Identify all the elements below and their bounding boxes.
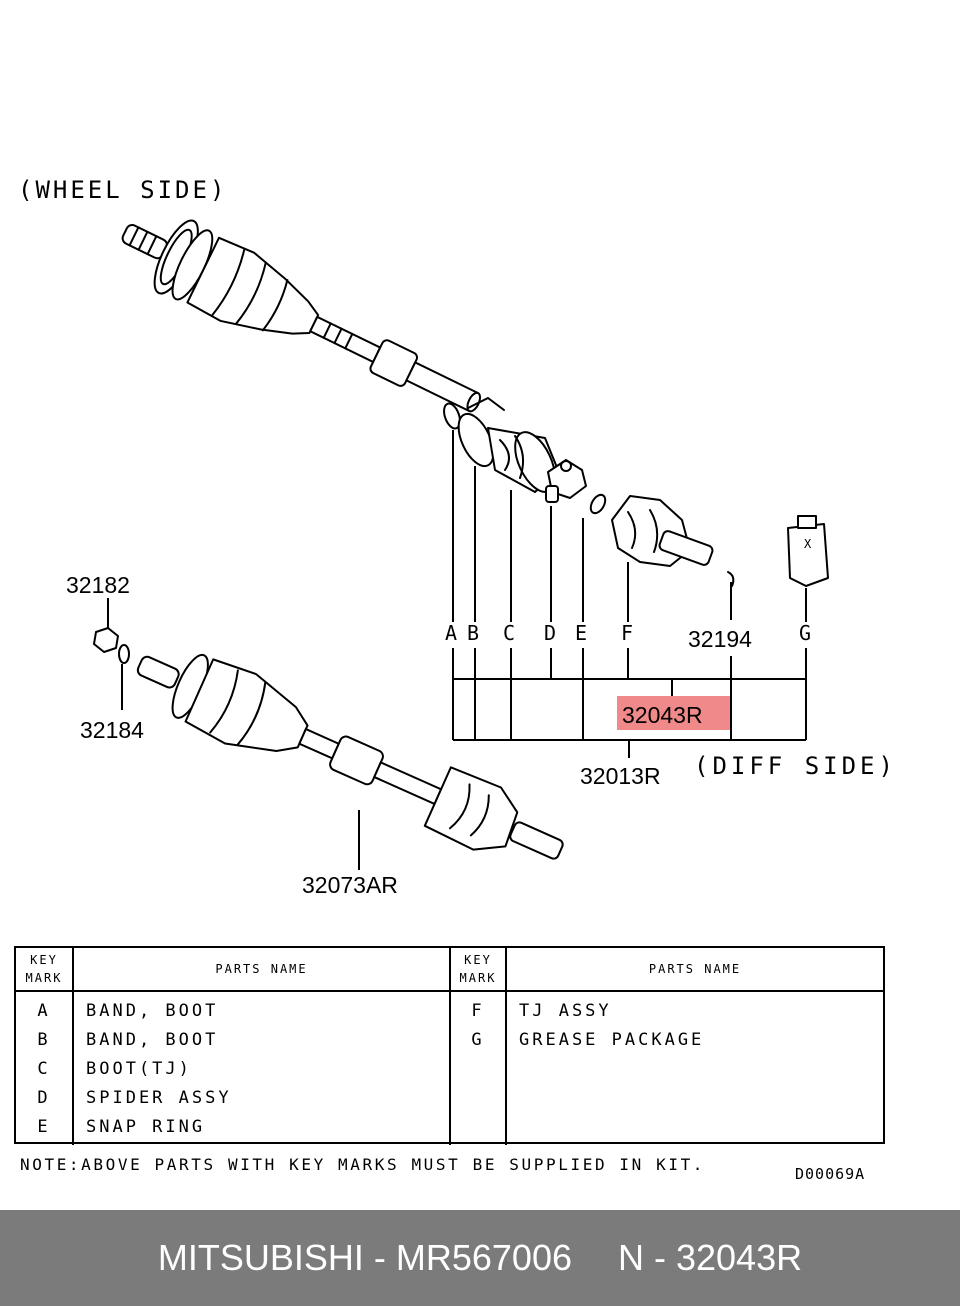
callout-32043R-highlight <box>617 696 730 730</box>
table-row-name: SPIDER ASSY <box>86 1088 232 1108</box>
leader-lines <box>107 430 807 870</box>
key-header-line2: MARK <box>459 971 497 985</box>
key-letter-e: E <box>575 621 587 645</box>
parts-name-header-right: PARTS NAME <box>507 948 883 992</box>
table-row-key: E <box>37 1117 51 1137</box>
callout-32184: 32184 <box>80 717 144 743</box>
key-mark-header-left: KEY MARK <box>16 948 74 992</box>
table-row-key: D <box>37 1088 51 1108</box>
key-header-line2: MARK <box>25 971 63 985</box>
table-row-name: GREASE PACKAGE <box>519 1030 705 1050</box>
callout-32073AR: 32073AR <box>302 872 398 898</box>
footer-bar: MITSUBISHI - MR567006 N - 32043R <box>0 1210 960 1306</box>
wheel-side-label: (WHEEL SIDE) <box>18 176 227 204</box>
key-header-line1: KEY <box>464 953 492 967</box>
table-row-name: BOOT(TJ) <box>86 1059 192 1079</box>
lower-driveshaft-drawing <box>92 626 564 860</box>
footer-brand-part: MITSUBISHI - MR567006 <box>157 1237 572 1278</box>
table-row-key: A <box>37 1001 51 1021</box>
callout-32194: 32194 <box>688 626 752 652</box>
svg-text:X: X <box>804 537 812 551</box>
key-letters: A B C D E F G <box>445 621 811 645</box>
left-key-column: A B C D E <box>16 992 74 1145</box>
callout-32182: 32182 <box>66 572 130 598</box>
table-row-name: BAND, BOOT <box>86 1001 219 1021</box>
key-letter-f: F <box>621 621 633 645</box>
table-row-name: TJ ASSY <box>519 1001 612 1021</box>
table-row-key: G <box>471 1030 485 1050</box>
parts-table: KEY MARK PARTS NAME KEY MARK PARTS NAME A … <box>14 946 885 1145</box>
table-row-key: C <box>37 1059 51 1079</box>
kit-note: NOTE:ABOVE PARTS WITH KEY MARKS MUST BE … <box>20 1155 706 1174</box>
diff-side-label: (DIFF SIDE) <box>694 752 897 780</box>
key-letter-a: A <box>445 621 457 645</box>
key-mark-header-right: KEY MARK <box>451 948 507 992</box>
left-name-column: BAND, BOOT BAND, BOOT BOOT(TJ) SPIDER AS… <box>74 992 451 1145</box>
table-row-name: SNAP RING <box>86 1117 206 1137</box>
upper-driveshaft-drawing <box>121 219 482 413</box>
right-name-column: TJ ASSY GREASE PACKAGE <box>507 992 883 1145</box>
key-header-line1: KEY <box>30 953 58 967</box>
footer-ref: N - 32043R <box>618 1237 803 1278</box>
exploded-parts-drawing: X <box>443 397 829 587</box>
exploded-driveshaft-diagram: (WHEEL SIDE) (DIFF SIDE) <box>18 176 897 898</box>
table-row-name: BAND, BOOT <box>86 1030 219 1050</box>
key-letter-g: G <box>799 621 811 645</box>
drawing-code: D00069A <box>795 1165 866 1183</box>
callout-32013R: 32013R <box>580 763 661 789</box>
key-letter-d: D <box>544 621 556 645</box>
callout-32043R: 32043R <box>622 702 703 728</box>
table-row-key: F <box>471 1001 485 1021</box>
key-letter-b: B <box>467 621 479 645</box>
key-letter-c: C <box>503 621 515 645</box>
table-row-key: B <box>37 1030 51 1050</box>
right-key-column: F G <box>451 992 507 1145</box>
parts-name-header-left: PARTS NAME <box>74 948 451 992</box>
